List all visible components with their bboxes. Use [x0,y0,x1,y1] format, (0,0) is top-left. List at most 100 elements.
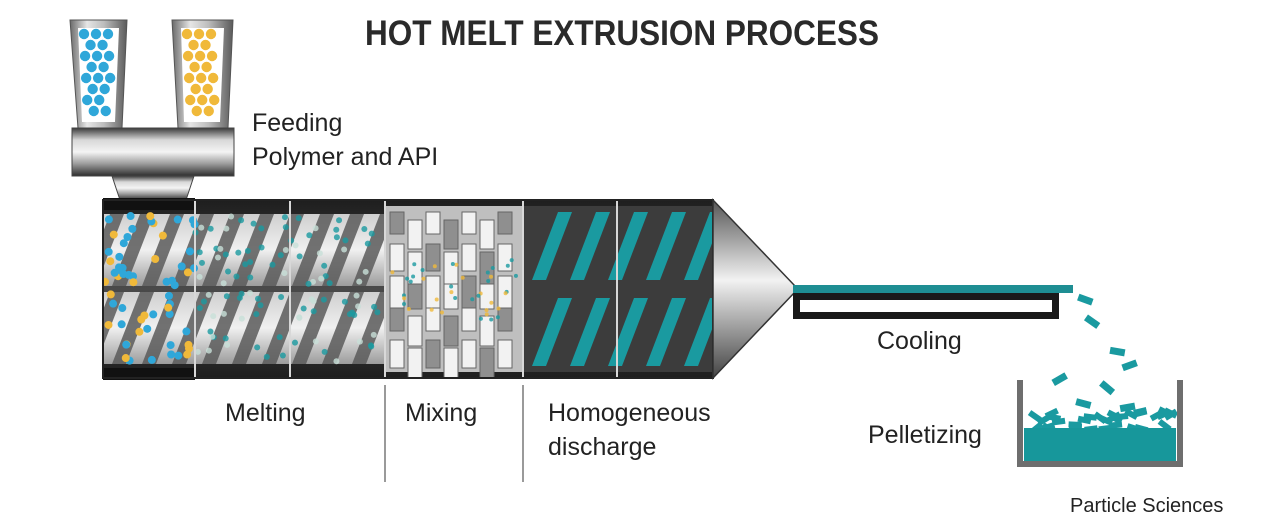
particle [196,305,203,312]
particle [104,320,113,329]
particle [449,290,454,295]
label-cooling: Cooling [877,327,962,355]
flight [202,292,244,364]
particle [115,252,124,261]
particle [490,266,495,271]
particle [162,277,171,286]
bead [99,83,110,95]
flight [172,292,214,364]
particle [235,249,242,256]
particle [200,298,207,305]
particle [486,279,491,284]
particle [106,257,115,266]
pellet [1027,410,1042,423]
bead [92,72,104,84]
particle [207,328,214,335]
pellet [1114,413,1129,421]
pellet [1068,421,1082,428]
particle [320,296,327,303]
bead [194,50,206,62]
particle [421,276,426,281]
particle [269,261,276,268]
particle [183,350,192,359]
particle [401,293,406,298]
polymer-beads [78,28,116,117]
bead [188,39,199,51]
particle [453,295,458,300]
particle [258,225,265,232]
particle [353,292,360,299]
particle [503,291,508,296]
particle [177,262,186,271]
kneading-block [443,251,459,287]
particle [326,280,333,287]
label-homogeneous: Homogeneous [548,399,711,427]
particle [429,307,434,312]
flight [352,292,394,364]
particle [209,333,216,340]
particle [300,305,307,312]
particle [103,277,110,286]
particle [291,339,298,346]
particle [205,291,212,298]
particle [341,298,348,305]
particle [214,254,221,261]
particle [217,245,224,252]
particle [194,348,201,355]
particle [170,281,179,290]
hopper-polymer [69,19,128,129]
melt-blade [684,298,713,366]
pellet-bin [1017,380,1183,467]
particle [222,251,229,258]
particle [312,338,319,345]
particle [282,224,289,231]
particle [250,220,257,227]
particle [278,293,285,300]
particle [147,355,156,364]
label-feeding: Feeding [252,109,343,137]
particle [368,343,375,350]
extruder-barrel [102,198,714,380]
kneading-block [443,315,459,347]
particle [405,276,410,281]
particle [374,309,381,316]
particle [143,324,152,333]
bead [97,39,108,51]
label-discharge: discharge [548,433,657,461]
bead [191,105,202,117]
cooling-conveyor [793,285,1073,319]
bead [190,83,201,95]
particle [454,262,459,267]
kneading-block [407,219,423,250]
particle [224,341,231,348]
particle [312,225,319,232]
particle [119,270,128,279]
kneading-block [407,347,423,378]
particle [489,317,494,322]
particle [402,296,407,301]
particle [109,299,118,308]
particle [117,320,126,329]
particle [356,278,363,285]
bead [201,61,212,73]
kneading-block [461,211,477,235]
flight [352,214,394,286]
extrusion-die [712,198,796,380]
bead [78,28,90,40]
kneading-block [425,339,441,369]
particle [165,310,174,319]
bead [91,50,103,62]
diagram-title: HOT MELT EXTRUSION PROCESS [365,14,879,53]
melt-blade [570,298,610,366]
particle [238,290,245,297]
pellet [1119,402,1136,413]
particle [149,310,158,319]
flight [292,214,334,286]
particle [408,279,413,284]
particle [406,306,411,311]
particle [164,291,173,300]
bead [85,39,96,51]
particle [123,233,132,242]
kneading-blocks [389,211,518,378]
